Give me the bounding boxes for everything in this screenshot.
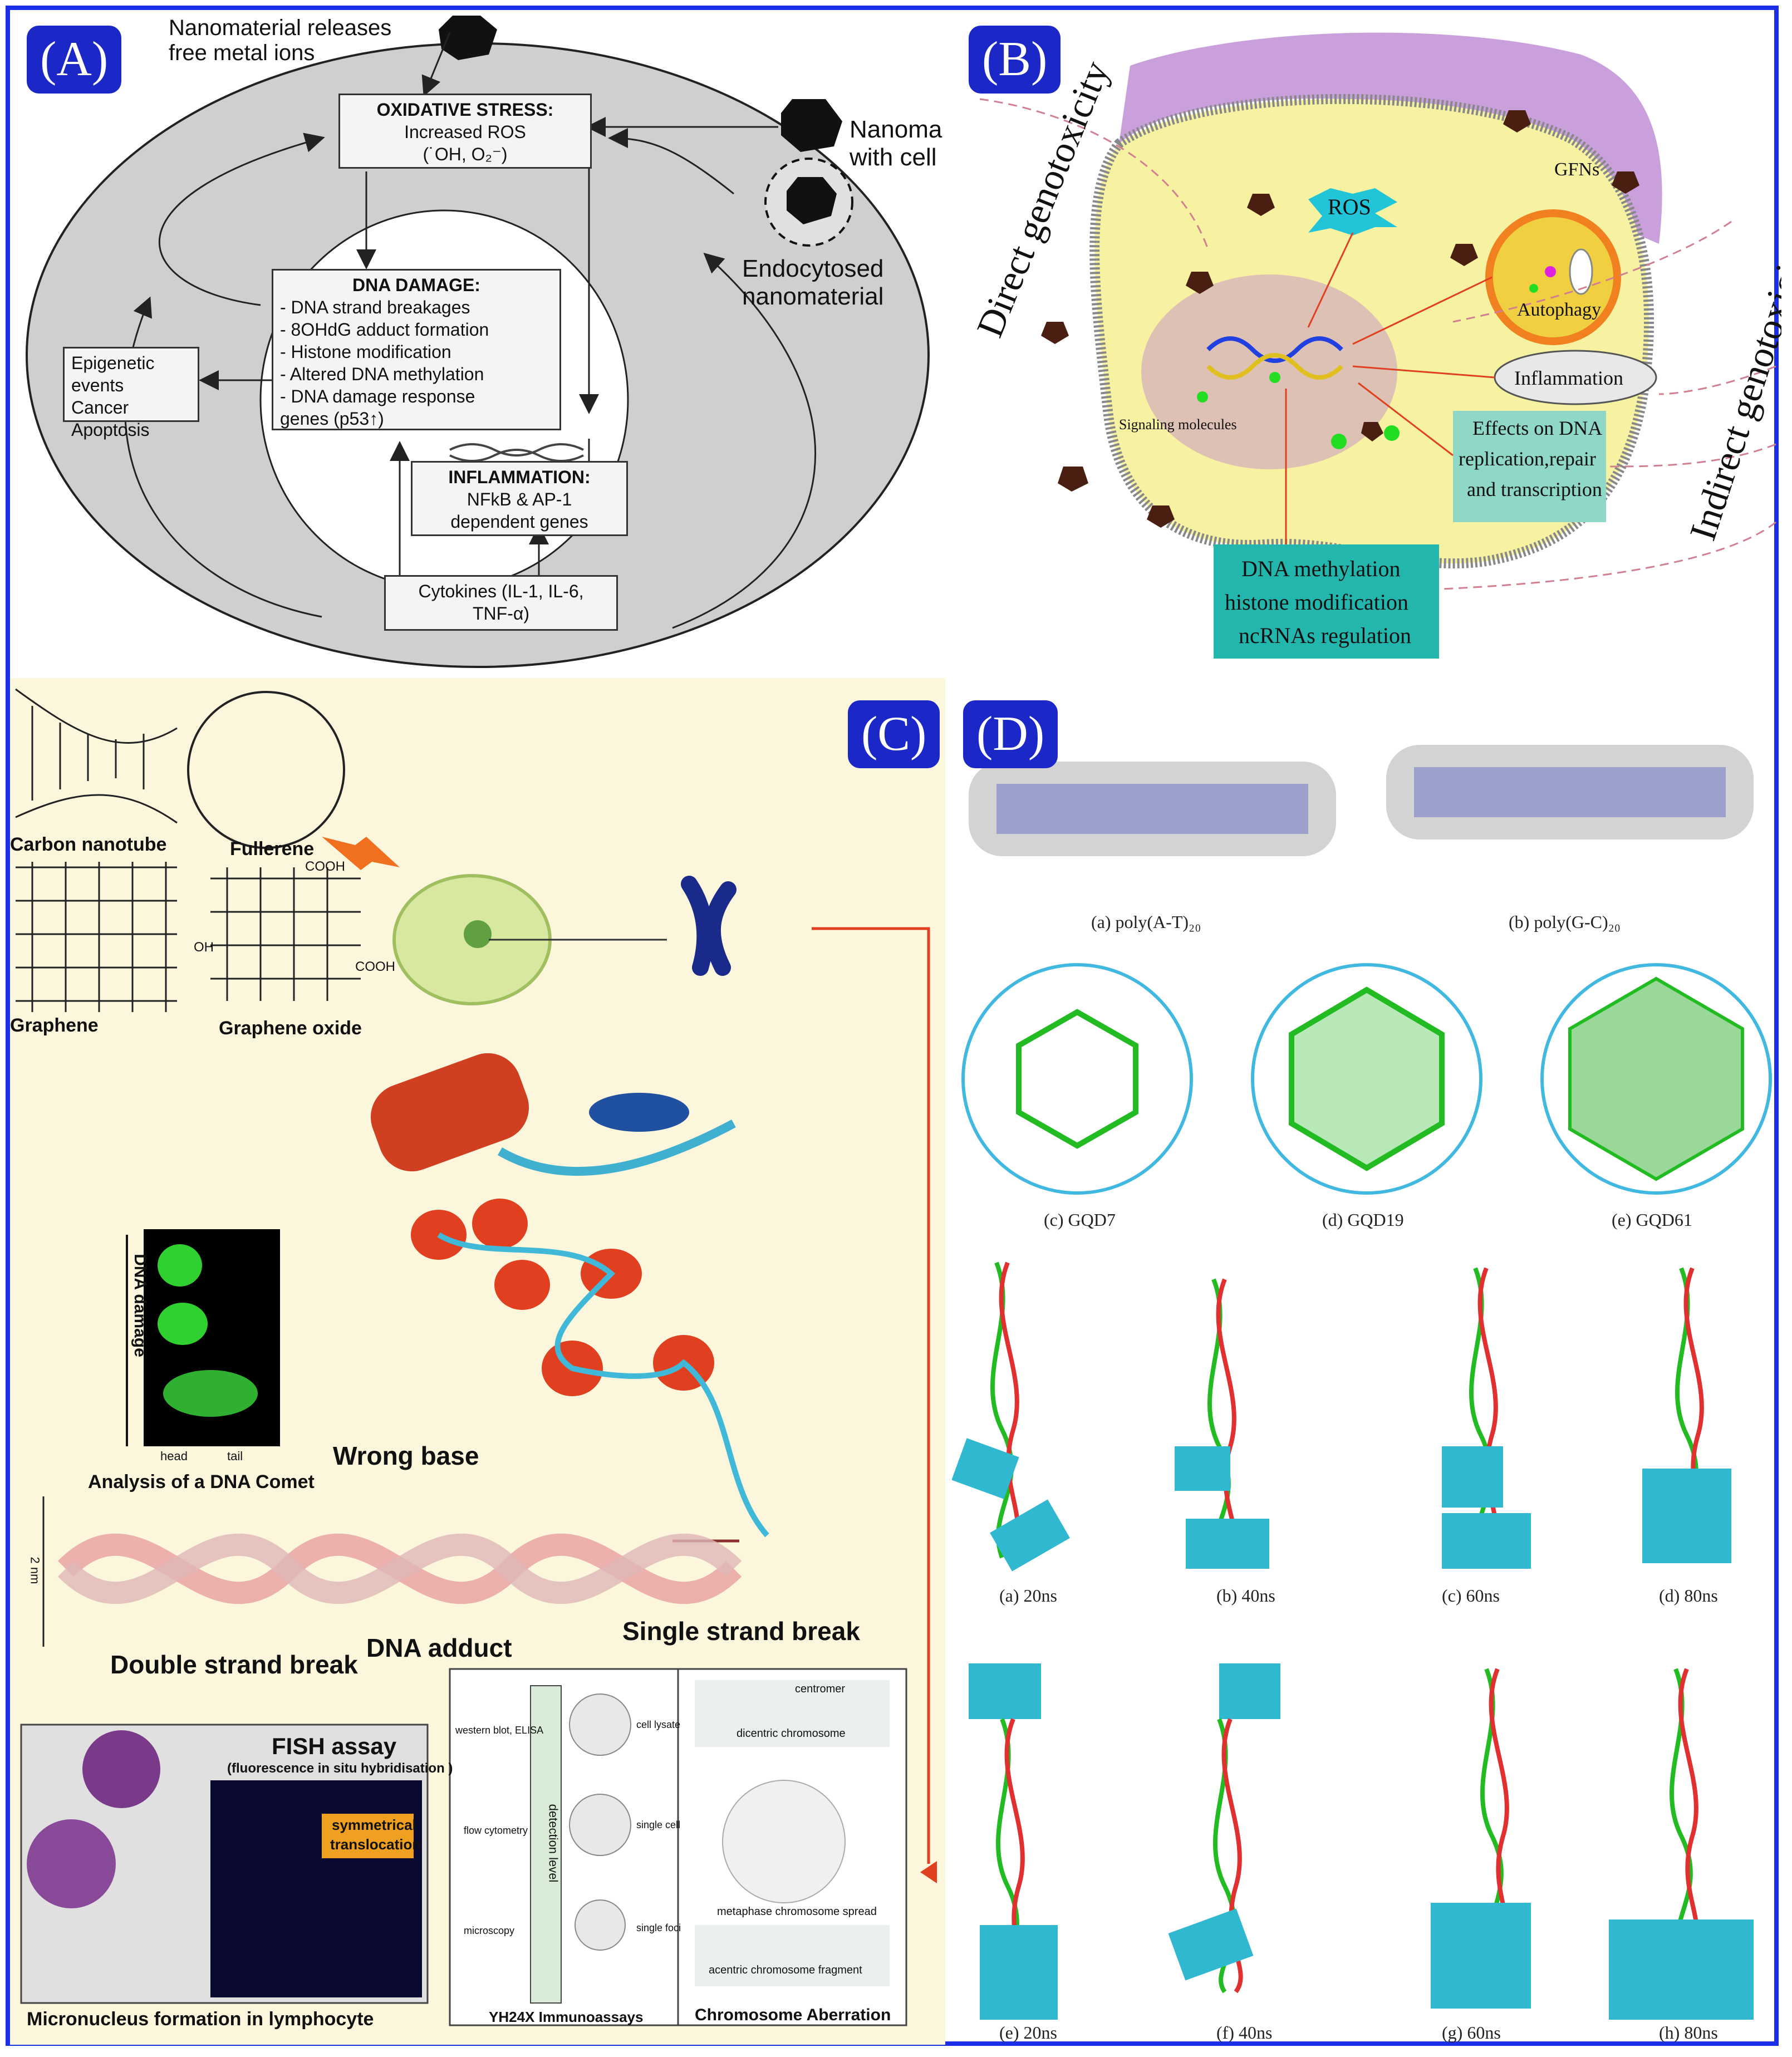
caption-row1-a: (a) 20ns [999, 1585, 1057, 1606]
gfns-label: GFNs [1554, 159, 1599, 180]
nano-interact-2: with cell [850, 144, 937, 171]
panel-a: (A) Nanomaterial releases free metal ion… [10, 10, 945, 670]
gqd7-model [963, 965, 1191, 1193]
caption-row2-g: (g) 60ns [1442, 2022, 1501, 2043]
detection-level-label: detection level [546, 1804, 560, 1883]
endocytosed-2: nanomaterial [742, 283, 883, 311]
effects-line-2: replication,repair [1459, 447, 1596, 470]
metaphase-label: metaphase chromosome spread [717, 1906, 877, 1918]
acentric-label: acentric chromosome fragment [709, 1964, 862, 1977]
caption-row2-f: (f) 40ns [1216, 2022, 1272, 2043]
methylation-line-2: histone modification [1225, 589, 1408, 615]
sym-trans-2: translocation [330, 1836, 421, 1853]
inflammation-box: INFLAMMATION: NFkB & AP-1 dependent gene… [411, 461, 628, 536]
fish-image [210, 1780, 422, 1997]
caption-gqd7: (c) GQD7 [1044, 1210, 1116, 1230]
chrom-aberration-caption: Chromosome Aberration [695, 2006, 891, 2025]
fullerene-sketch [188, 692, 344, 848]
fish-title: FISH assay [272, 1733, 396, 1760]
comet-caption: Analysis of a DNA Comet [88, 1471, 315, 1493]
methylation-line-1: DNA methylation [1241, 556, 1401, 582]
yh2ax-caption: YH24X Immunoassays [489, 2009, 643, 2026]
caption-row1-c: (c) 60ns [1442, 1585, 1500, 1606]
graphene-sketch [16, 862, 177, 1012]
autophagy-label: Autophagy [1517, 300, 1601, 321]
methylation-line-3: ncRNAs regulation [1239, 622, 1411, 649]
level-3: single foci [636, 1922, 681, 1934]
graphene-oxide-sketch [210, 867, 361, 1001]
panel-b: (B) Direct genotoxicity Indirect genotox… [952, 10, 1781, 670]
cooh-1: COOH [305, 859, 345, 875]
dicentric-label: dicentric chromosome [737, 1727, 846, 1740]
carbon-nanotube-label: Carbon nanotube [10, 834, 166, 856]
caption-row2-h: (h) 80ns [1659, 2022, 1718, 2043]
panel-c: (C) Carbon nanotube Fullerene Graphene G… [10, 678, 945, 2045]
dna-damage-axis: DNA damage [130, 1254, 149, 1357]
graphene-label: Graphene [10, 1015, 99, 1037]
caption-poly-gc: (b) poly(G-C)₂₀ [1509, 912, 1621, 932]
md-row2 [969, 1663, 1754, 2020]
ros-label: ROS [1328, 194, 1371, 220]
method-1: western blot, ELISA [455, 1725, 543, 1736]
release-text-1: Nanomaterial releases [169, 16, 391, 41]
md-row1 [952, 1263, 1731, 1572]
wrong-base-label: Wrong base [333, 1441, 479, 1471]
panel-d: (D) (a) poly(A-T)₂₀ (b) poly(G-C)₂₀ (c) … [952, 678, 1781, 2045]
nucleus-b [1141, 274, 1397, 469]
dna-damage-box: DNA DAMAGE: - DNA strand breakages - 8OH… [272, 269, 561, 430]
carbon-nanotube-sketch [16, 689, 177, 823]
epigenetic-box: Epigenetic events Cancer Apoptosis [63, 347, 199, 422]
panel-d-label: (D) [963, 700, 1058, 768]
head-label: head [160, 1449, 188, 1464]
panel-a-label: (A) [27, 26, 121, 94]
chromosome [689, 884, 728, 968]
autophagy-body [1489, 213, 1617, 341]
sym-trans-1: symmetrical [332, 1817, 416, 1834]
tail-label: tail [227, 1449, 243, 1464]
panel-b-label: (B) [969, 26, 1061, 94]
fullerene-label: Fullerene [230, 838, 314, 860]
level-2: single cell [636, 1819, 680, 1831]
effects-line-1: Effects on DNA [1472, 416, 1602, 440]
oh-label: OH [194, 940, 214, 955]
caption-poly-at: (a) poly(A-T)₂₀ [1091, 912, 1201, 932]
panel-c-diagram [10, 678, 945, 2045]
signaling-label: Signaling molecules [1119, 416, 1237, 433]
level-1: cell lysate [636, 1719, 680, 1731]
endocytosed-1: Endocytosed [742, 255, 883, 283]
effects-line-3: and transcription [1467, 478, 1602, 501]
graphene-oxide-label: Graphene oxide [219, 1018, 362, 1039]
double-strand-label: Double strand break [110, 1649, 358, 1680]
centromer-label: centromer [795, 1683, 845, 1696]
micronucleus-caption: Micronucleus formation in lymphocyte [27, 2009, 374, 2030]
cytokines-box: Cytokines (IL-1, IL-6, TNF-α) [384, 575, 618, 631]
caption-row1-d: (d) 80ns [1659, 1585, 1718, 1606]
caption-row1-b: (b) 40ns [1216, 1585, 1275, 1606]
caption-gqd61: (e) GQD61 [1612, 1210, 1692, 1230]
release-text-2: free metal ions [169, 41, 315, 66]
inflammation-label: Inflammation [1514, 366, 1623, 390]
nano-interact-1: Nanoma [850, 116, 942, 144]
dna-adduct-label: DNA adduct [366, 1633, 512, 1663]
method-3: microscopy [464, 1925, 514, 1937]
panel-c-label: (C) [848, 700, 940, 768]
two-nm-label: 2 nm [27, 1557, 42, 1584]
cooh-2: COOH [355, 959, 395, 975]
panel-d-diagram [952, 678, 1781, 2045]
single-strand-label: Single strand break [622, 1616, 860, 1646]
oxidative-stress-box: OXIDATIVE STRESS: Increased ROS (˙OH, O₂… [338, 94, 592, 169]
caption-gqd19: (d) GQD19 [1322, 1210, 1404, 1230]
fish-subtitle: (fluorescence in situ hybridisation ) [227, 1761, 453, 1776]
caption-row2-e: (e) 20ns [999, 2022, 1057, 2043]
method-2: flow cytometry [464, 1825, 528, 1837]
